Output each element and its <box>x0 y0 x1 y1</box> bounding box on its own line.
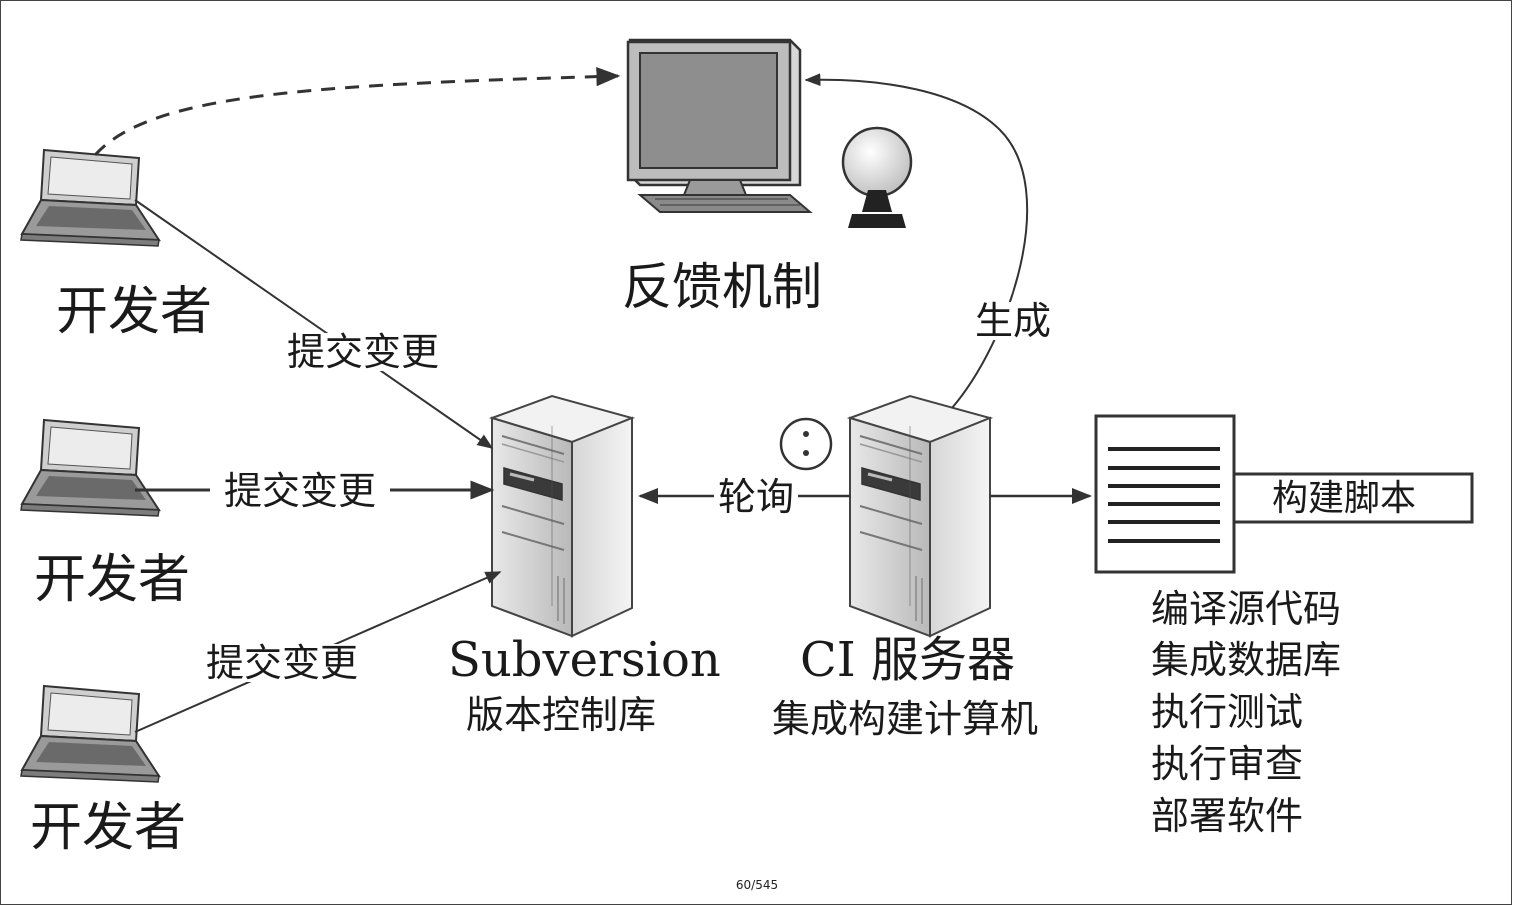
feedback-label: 反馈机制 <box>622 258 822 316</box>
poll-label: 轮询 <box>714 478 799 516</box>
commit-label: 提交变更 <box>206 641 359 685</box>
laptop-icon <box>20 685 160 783</box>
generate-label: 生成 <box>975 299 1052 343</box>
clock-icon <box>779 417 833 471</box>
developer-label: 开发者 <box>56 282 213 342</box>
repository-server-icon <box>490 394 634 638</box>
build-task: 执行审查 <box>1151 742 1304 786</box>
build-script-label: 构建脚本 <box>1272 478 1417 519</box>
developer-label: 开发者 <box>30 798 187 858</box>
repository-subtitle: 版本控制库 <box>466 693 657 737</box>
developer-label: 开发者 <box>34 550 191 610</box>
repository-name: Subversion <box>448 632 721 688</box>
ci-server-name: CI 服务器 <box>800 632 1015 688</box>
commit-label: 提交变更 <box>287 330 440 374</box>
page-indicator: 60/545 <box>735 878 779 892</box>
monitor-icon <box>626 38 813 213</box>
build-script-document-icon <box>1094 414 1236 574</box>
build-task: 执行测试 <box>1151 690 1304 734</box>
build-task: 集成数据库 <box>1151 638 1342 682</box>
ci-server-subtitle: 集成构建计算机 <box>772 697 1039 741</box>
laptop-icon <box>20 419 160 517</box>
laptop-icon <box>20 149 160 247</box>
build-script-label-box <box>1232 472 1474 524</box>
ci-server-icon <box>848 394 992 638</box>
feedback-dashed-arrow <box>93 67 621 157</box>
build-task: 部署软件 <box>1151 794 1304 838</box>
commit-label: 提交变更 <box>210 472 391 510</box>
generate-arrow <box>804 73 1029 409</box>
globe-lamp-icon <box>841 126 913 228</box>
build-task: 编译源代码 <box>1151 587 1342 631</box>
commit-arrow-1 <box>134 199 494 449</box>
